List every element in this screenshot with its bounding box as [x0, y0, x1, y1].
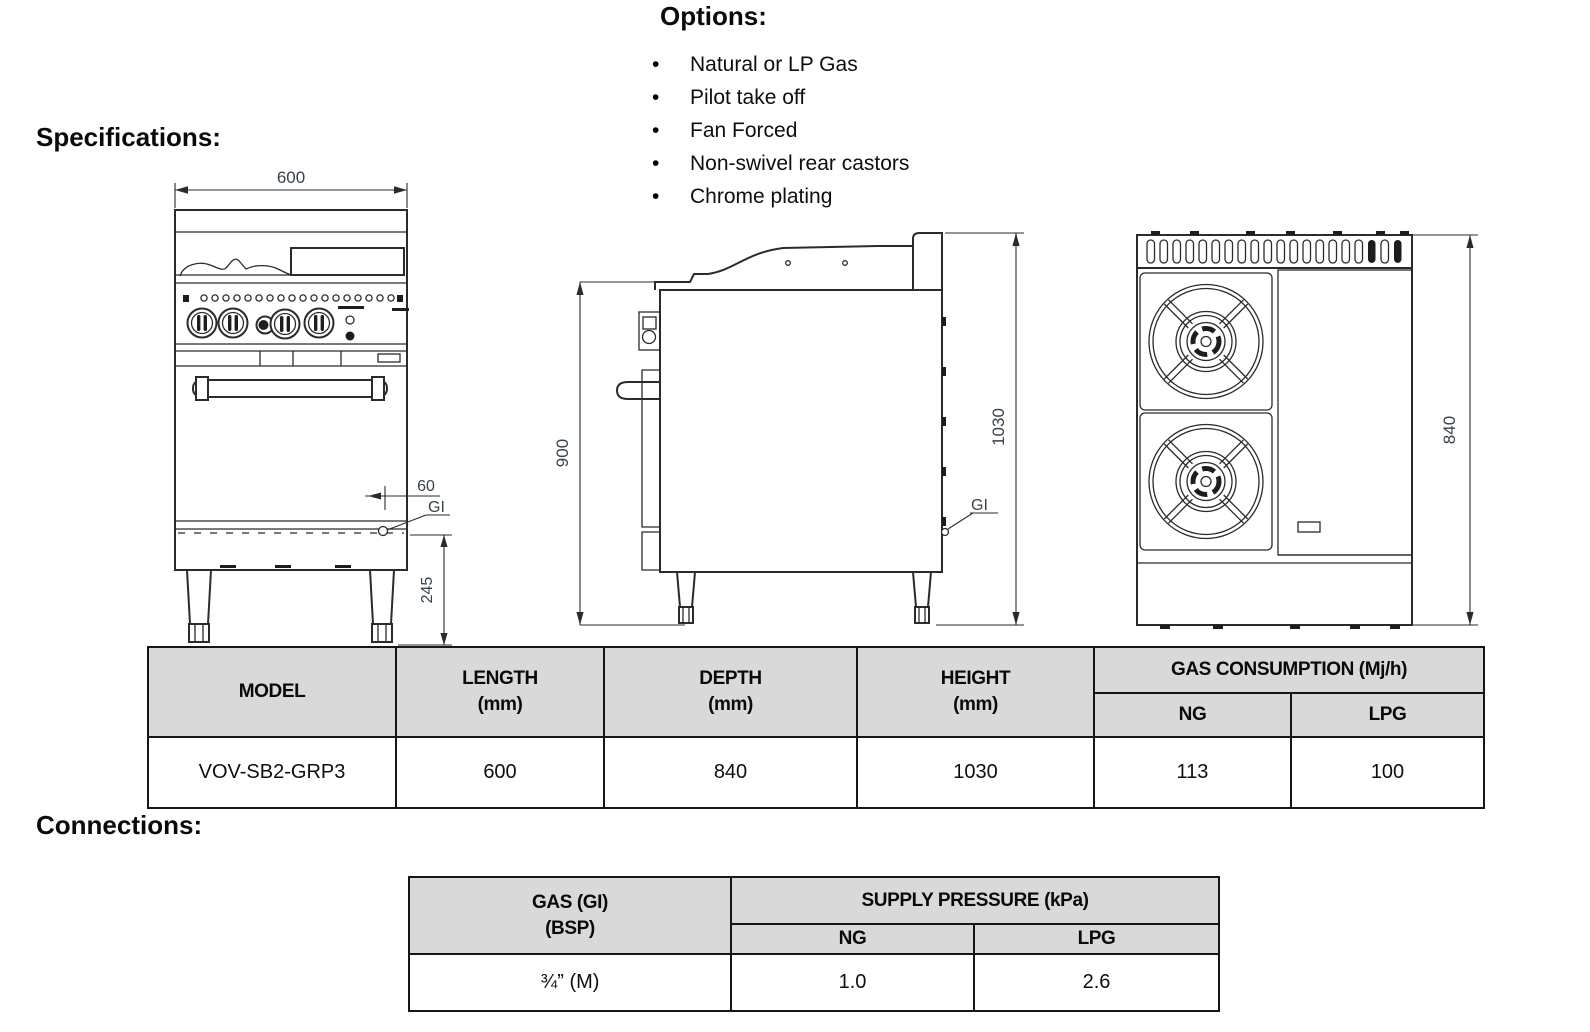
connections-col-lpg: LPG — [972, 923, 1221, 955]
option-item: • Non-swivel rear castors — [652, 147, 909, 180]
spec-col-ng: NG — [1093, 692, 1292, 738]
spec-model-value: VOV-SB2-GRP3 — [147, 736, 397, 809]
connections-heading: Connections: — [36, 810, 203, 840]
bullet-icon: • — [652, 85, 660, 109]
connections-col-supply-pressure: SUPPLY PRESSURE (kPa) — [729, 876, 1221, 925]
bullet-icon: • — [652, 184, 660, 208]
bullet-icon: • — [652, 52, 660, 76]
spec-table: MODEL LENGTH (mm) DEPTH (mm) HEIGHT (mm)… — [147, 646, 1486, 809]
front-gas-inlet-label: GI — [428, 499, 445, 516]
front-offset-label: 60 — [417, 478, 435, 495]
spec-ng-value: 113 — [1093, 736, 1292, 809]
burner-bottom — [1149, 425, 1263, 539]
side-overall-height-dimension: 1030 — [936, 232, 1024, 626]
spec-col-height: HEIGHT (mm) — [856, 646, 1095, 738]
option-label: Non-swivel rear castors — [690, 151, 910, 175]
side-gas-inlet-callout: GI — [940, 497, 998, 537]
range-front-outline — [174, 209, 408, 571]
spec-depth-value: 840 — [603, 736, 858, 809]
front-width-dimension: 600 — [174, 168, 408, 208]
connections-header-row: GAS (GI) (BSP) SUPPLY PRESSURE (kPa) — [408, 876, 1221, 955]
option-label: Chrome plating — [690, 184, 833, 208]
range-side-outline — [615, 232, 946, 573]
front-base-height-label: 245 — [419, 577, 436, 604]
plan-depth-label: 840 — [1440, 416, 1459, 444]
front-gas-inlet-callout: GI — [386, 499, 450, 531]
connections-table: GAS (GI) (BSP) SUPPLY PRESSURE (kPa) NG … — [408, 876, 1221, 1012]
options-heading: Options: — [660, 1, 767, 31]
option-item: • Pilot take off — [652, 81, 909, 114]
spec-height-value: 1030 — [856, 736, 1095, 809]
front-width-label: 600 — [277, 168, 305, 187]
spec-lpg-value: 100 — [1289, 736, 1486, 809]
spec-col-lpg: LPG — [1289, 692, 1486, 738]
spec-col-length: LENGTH (mm) — [395, 646, 605, 738]
control-knobs — [186, 306, 409, 341]
option-label: Pilot take off — [690, 85, 806, 109]
plan-outline — [1136, 231, 1413, 629]
spec-col-depth: DEPTH (mm) — [603, 646, 858, 738]
plan-view-drawing: 840 — [1136, 231, 1478, 629]
side-bench-height-label: 900 — [553, 439, 572, 467]
connections-lpg-value: 2.6 — [972, 953, 1221, 1012]
front-view-drawing: 600 — [174, 168, 452, 646]
connections-data-row: ¾” (M) 1.0 2.6 — [408, 953, 1221, 1012]
front-offset-dimension: 60 — [365, 478, 440, 510]
spec-table-subheader-row: NG LPG — [148, 692, 1486, 738]
option-label: Fan Forced — [690, 118, 798, 142]
option-item: • Chrome plating — [652, 180, 909, 213]
plan-depth-dimension: 840 — [1412, 234, 1478, 626]
side-overall-height-label: 1030 — [989, 408, 1008, 446]
burner-top — [1149, 285, 1263, 399]
spec-table-data-row: VOV-SB2-GRP3 600 840 1030 113 100 — [147, 736, 1486, 809]
connections-col-gas: GAS (GI) (BSP) — [408, 876, 732, 955]
bullet-icon: • — [652, 118, 660, 142]
spec-col-model: MODEL — [147, 646, 397, 738]
options-list: • Natural or LP Gas • Pilot take off • Fan … — [652, 48, 909, 213]
specifications-heading: Specifications: — [36, 122, 221, 152]
oven-front — [175, 343, 407, 568]
legs — [185, 569, 396, 643]
bullet-icon: • — [652, 151, 660, 175]
side-view-drawing: 900 — [553, 232, 1024, 626]
side-bench-height-dimension: 900 — [553, 281, 685, 626]
spec-col-gas-consumption: GAS CONSUMPTION (Mj/h) — [1092, 646, 1486, 694]
griddle-plate — [1277, 269, 1413, 556]
side-gas-inlet-label: GI — [971, 497, 988, 514]
side-legs — [675, 571, 933, 624]
connections-col-ng: NG — [730, 923, 975, 955]
spec-table-header-row: MODEL LENGTH (mm) DEPTH (mm) HEIGHT (mm)… — [147, 646, 1486, 738]
front-base-height-dimension: 245 — [398, 534, 452, 646]
spec-length-value: 600 — [395, 736, 605, 809]
option-label: Natural or LP Gas — [690, 52, 858, 76]
connections-ng-value: 1.0 — [730, 953, 975, 1012]
option-item: • Fan Forced — [652, 114, 909, 147]
connections-subheader-row: NG LPG — [409, 923, 1221, 955]
connections-gas-value: ¾” (M) — [408, 953, 732, 1012]
option-item: • Natural or LP Gas — [652, 48, 909, 81]
